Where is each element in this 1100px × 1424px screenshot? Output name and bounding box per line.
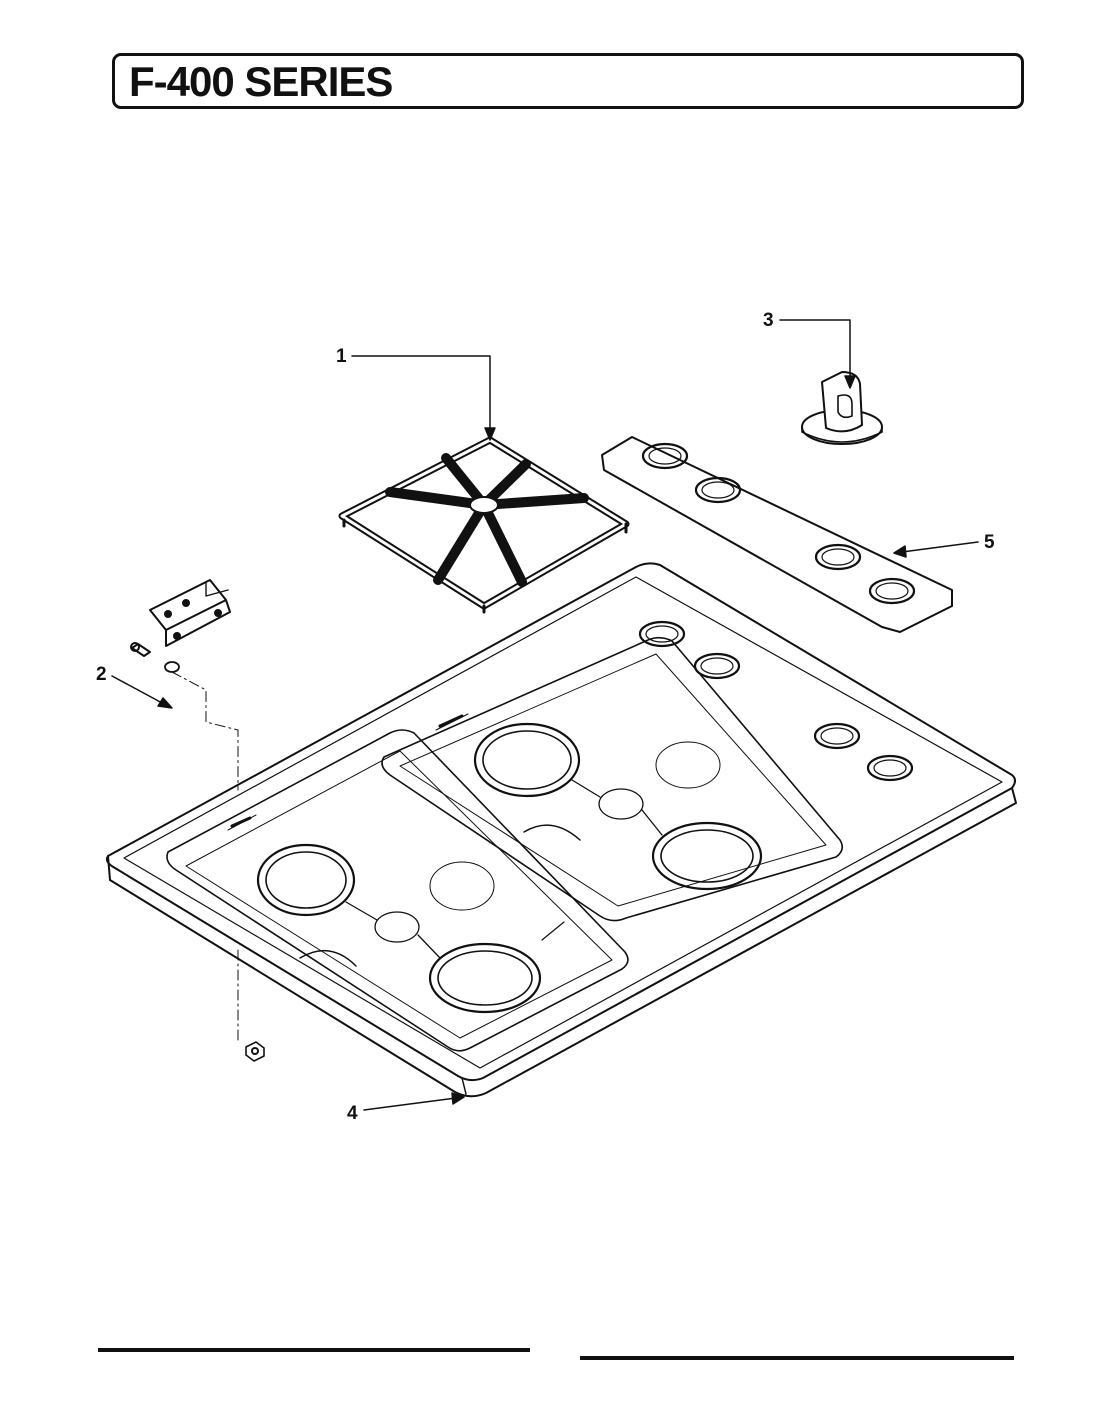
- control-panel-insert-icon: [601, 436, 953, 633]
- leader-lines: [111, 319, 979, 1111]
- footer-rule-left: [98, 1348, 530, 1352]
- series-title: F-400 SERIES: [129, 58, 393, 105]
- control-knob-icon: [801, 371, 883, 445]
- cooktop-icon: [105, 562, 1017, 1098]
- series-title-box: F-400 SERIES: [112, 53, 1024, 109]
- callout-5: 5: [984, 532, 995, 553]
- callout-1: 1: [336, 346, 347, 367]
- callout-4: 4: [347, 1103, 358, 1124]
- callout-2: 2: [96, 664, 107, 685]
- mounting-bracket-icon: [130, 579, 265, 1062]
- callout-3: 3: [763, 310, 774, 331]
- assembly-guide-lines: [171, 671, 239, 1041]
- burner-grate-icon: [338, 436, 630, 614]
- footer-rule-right: [580, 1356, 1014, 1360]
